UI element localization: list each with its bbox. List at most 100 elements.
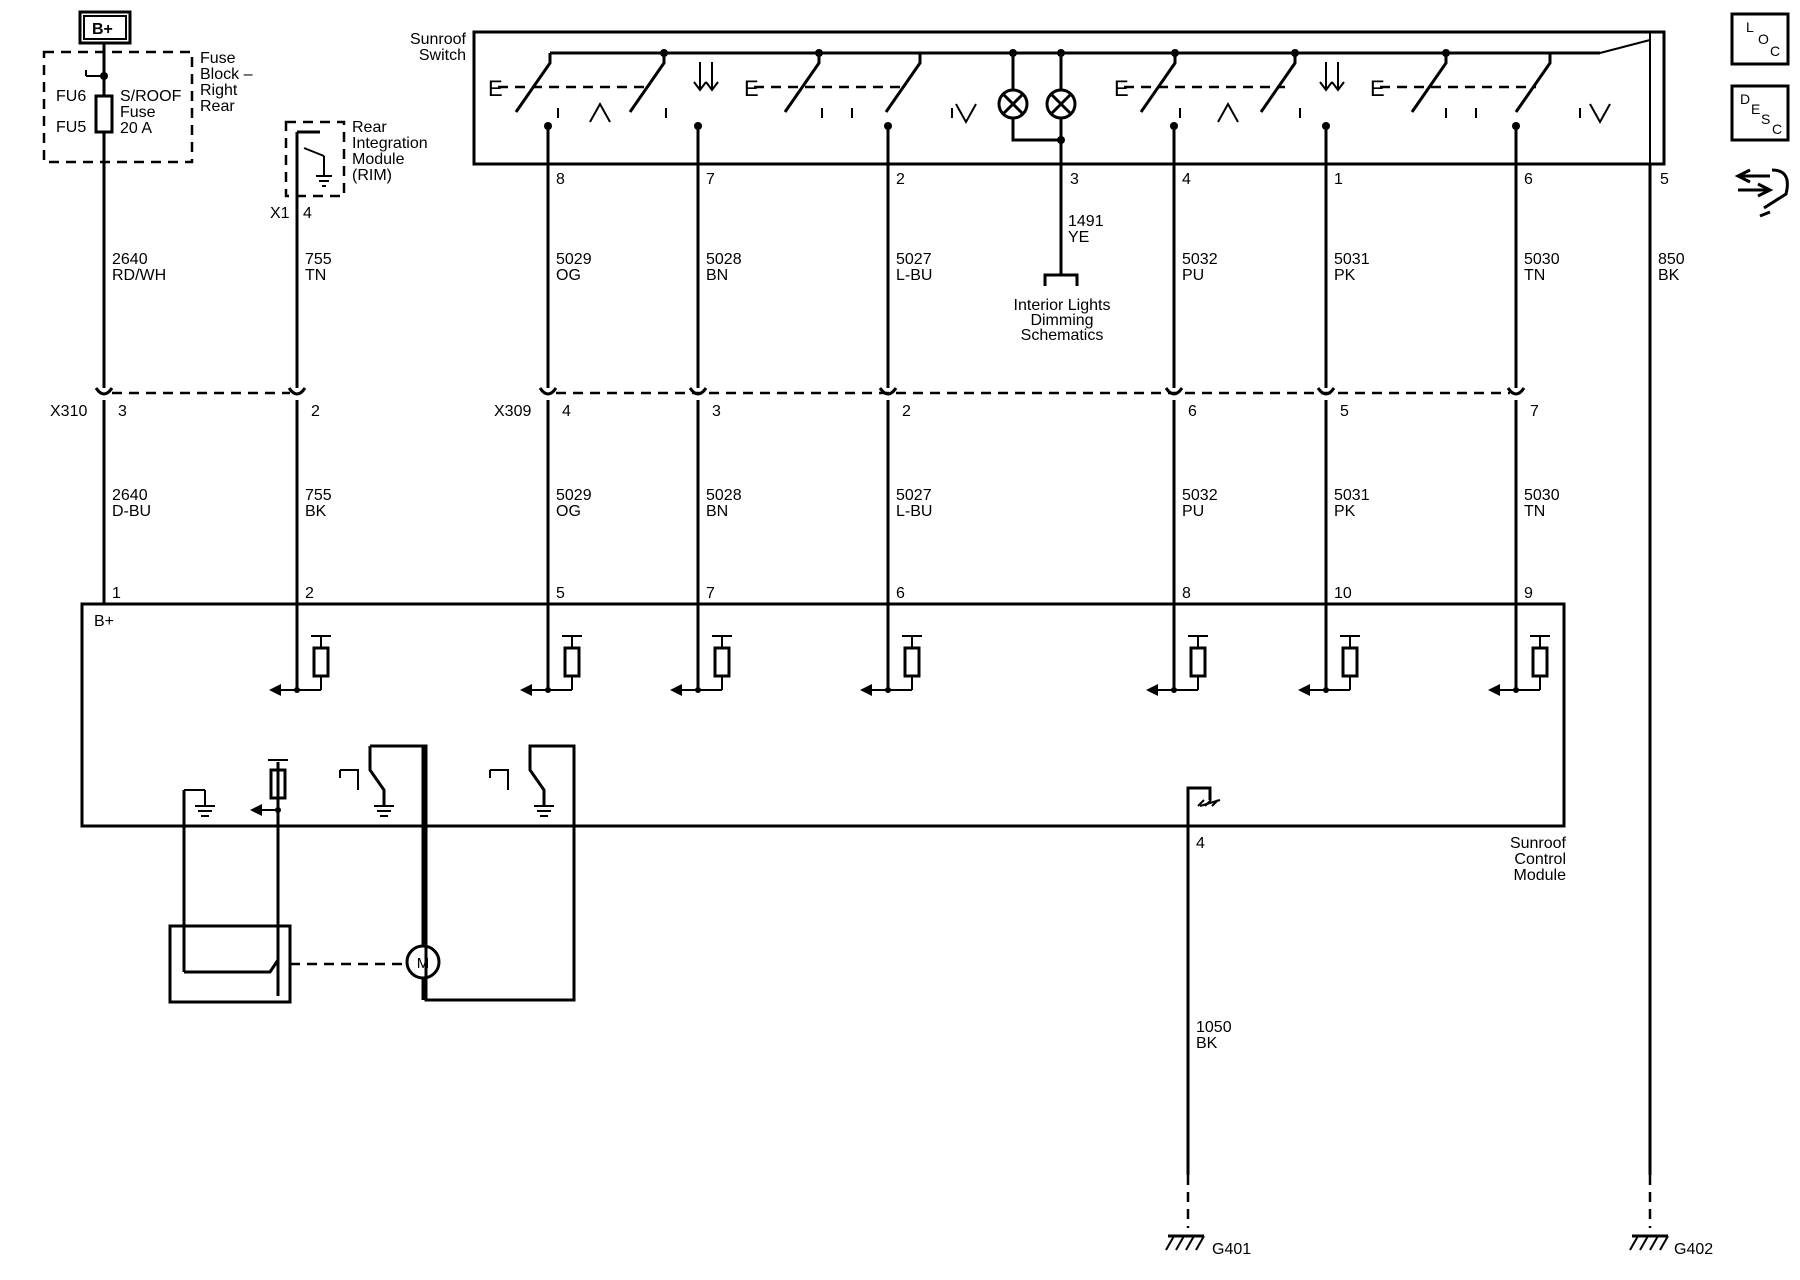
pullup-resistor-icon [903, 646, 921, 678]
swap-arrows-icon[interactable] [1734, 168, 1789, 218]
rim-label-4: (RIM) [352, 167, 392, 184]
x309-label: X309 [494, 403, 531, 420]
switch-pin-label: 1 [1334, 171, 1343, 188]
fuse-name-2: Fuse [120, 104, 156, 121]
sunroof-switch-label-2: Switch [419, 47, 466, 64]
upper-wire-number: 755 [305, 251, 332, 268]
connector-pin-label: 5 [1340, 403, 1349, 420]
module-label-2: Control [1514, 851, 1566, 868]
upper-wire-color: PU [1182, 267, 1204, 284]
switch-pin-label: 2 [896, 171, 905, 188]
module-pin-label: 5 [556, 585, 565, 602]
rim-label-1: Rear [352, 119, 387, 136]
desc-nav-icon[interactable] [1730, 84, 1790, 142]
upper-wire-number: 5029 [556, 251, 592, 268]
fuse-block-box [42, 50, 194, 164]
connector-pin-label: 2 [902, 403, 911, 420]
lower-wire-color: L-BU [896, 503, 932, 520]
switch-pin-label: 8 [556, 171, 565, 188]
module-pin-label: 2 [305, 585, 314, 602]
pullup-resistor-icon [1341, 646, 1359, 678]
g402-wire-2: BK [1658, 267, 1680, 284]
ground-wire-2: BK [1196, 1035, 1218, 1052]
upper-wire-number: 5028 [706, 251, 742, 268]
lower-wire-number: 5032 [1182, 487, 1218, 504]
switch-pin-label: 4 [1182, 171, 1191, 188]
pullup-resistor-icon [1531, 646, 1549, 678]
connector-pin-label: 2 [311, 403, 320, 420]
connector-pin-label: 3 [118, 403, 127, 420]
upper-wire-number: 2640 [112, 251, 148, 268]
lower-wire-number: 5029 [556, 487, 592, 504]
g402-wire-1: 850 [1658, 251, 1685, 268]
lower-wire-color: OG [556, 503, 581, 520]
desc-d: D [1740, 91, 1750, 107]
input-arrow-icon [1298, 684, 1310, 696]
rim-pin-label: 4 [303, 205, 312, 222]
lower-wire-number: 5031 [1334, 487, 1370, 504]
lamp-wire-1: 1491 [1068, 213, 1104, 230]
ground-icon [1629, 1234, 1669, 1251]
connector-pin-label: 7 [1530, 403, 1539, 420]
lower-wire-number: 5027 [896, 487, 932, 504]
input-arrow-icon [269, 684, 281, 696]
sunroof-switch-label-1: Sunroof [410, 31, 467, 48]
input-arrow-icon [1146, 684, 1158, 696]
upper-wire-number: 5032 [1182, 251, 1218, 268]
loc-nav-icon[interactable] [1730, 12, 1790, 66]
module-ground-pin: 4 [1196, 835, 1205, 852]
switch-pin-label: 7 [706, 171, 715, 188]
ground-icon [1165, 1234, 1205, 1251]
x1-label: X1 [270, 205, 290, 222]
input-arrow-icon [520, 684, 532, 696]
circuit-labels: 2640RD/WH32640D-BU1755TN2755BK285029OG45… [112, 171, 1560, 602]
fuse-icon [94, 94, 114, 134]
lower-wire-color: PU [1182, 503, 1204, 520]
lower-wire-color: PK [1334, 503, 1356, 520]
rim-box [284, 120, 346, 198]
upper-wire-color: TN [1524, 267, 1545, 284]
upper-wire-color: TN [305, 267, 326, 284]
static-structure: E E E E [42, 10, 1790, 1251]
input-arrow-icon [860, 684, 872, 696]
module-pin-label: 1 [112, 585, 121, 602]
svg-text:E: E [488, 76, 503, 101]
module-bplus-label: B+ [94, 613, 114, 630]
switch-pin-label: 6 [1524, 171, 1533, 188]
lower-wire-color: D-BU [112, 503, 151, 520]
bplus-badge [78, 10, 132, 45]
switch-pin-5-label: 5 [1660, 171, 1669, 188]
upper-wire-number: 5031 [1334, 251, 1370, 268]
lamp-wire-2: YE [1068, 229, 1089, 246]
module-pin-label: 10 [1334, 585, 1352, 602]
desc-e: E [1751, 101, 1760, 117]
rim-label-2: Integration [352, 135, 428, 152]
fuse-name-1: S/ROOF [120, 88, 182, 105]
interior-lights-1: Interior Lights [1014, 297, 1111, 314]
pullup-resistor-icon [1189, 646, 1207, 678]
connector-pin-label: 6 [1188, 403, 1197, 420]
lower-wire-number: 5030 [1524, 487, 1560, 504]
lower-wire-number: 755 [305, 487, 332, 504]
module-label-1: Sunroof [1510, 835, 1567, 852]
g401-label: G401 [1212, 1241, 1251, 1258]
interior-lights-2: Dimming [1030, 312, 1093, 329]
fuse-name-3: 20 A [120, 120, 152, 137]
motor-label: M [417, 955, 430, 972]
svg-text:E: E [1370, 76, 1385, 101]
connector-cups [94, 387, 1526, 396]
input-arrow-icon [1488, 684, 1500, 696]
lower-wire-color: BK [305, 503, 327, 520]
pullup-resistor-icon [563, 646, 581, 678]
lamp-icon [997, 53, 1077, 144]
lower-wire-number: 2640 [112, 487, 148, 504]
text-labels: B+ Fuse Block – Right Rear FU6 FU5 S/ROO… [50, 19, 1782, 1258]
svg-text:E: E [1114, 76, 1129, 101]
upper-wire-color: OG [556, 267, 581, 284]
connector-pin-label: 3 [712, 403, 721, 420]
upper-wire-color: L-BU [896, 267, 932, 284]
desc-s: S [1761, 111, 1770, 127]
upper-wire-color: RD/WH [112, 267, 166, 284]
input-arrow-icon [670, 684, 682, 696]
